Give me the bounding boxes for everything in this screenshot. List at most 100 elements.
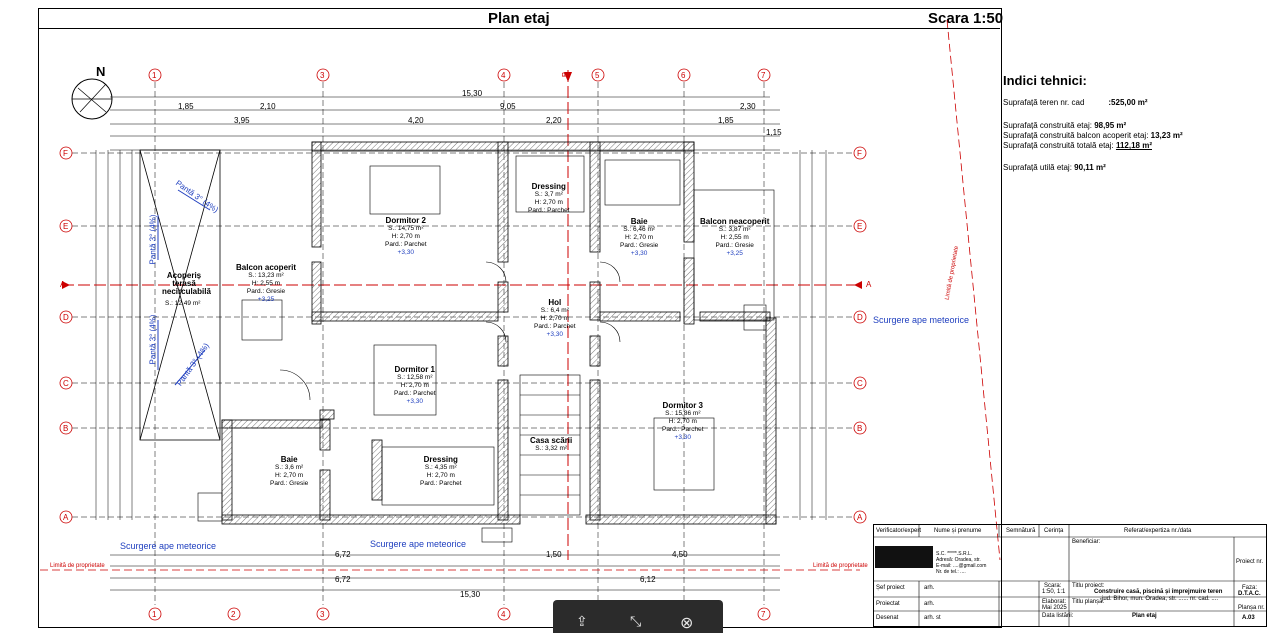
tb-header-semnatura: Semnătură [1006, 528, 1036, 534]
dim-label: 2,10 [260, 102, 276, 111]
close-icon[interactable]: ⊗ [680, 615, 694, 632]
grid-row-label: F [63, 149, 68, 158]
dim-label: 2,30 [740, 102, 756, 111]
tb-titlu-plansa: Titlu planșă: [1072, 599, 1105, 605]
grid-row-label: E [857, 222, 863, 231]
compass-icon [71, 78, 113, 120]
indices-teren: Suprafață teren nr. cad:525,00 m² [1003, 98, 1148, 107]
indices-constr-balcon: Suprafață construită balcon acoperit eta… [1003, 131, 1183, 140]
tb-proiectat: Proiectat [876, 601, 900, 607]
tb-header-referat: Referat/expertiza nr./data [1124, 528, 1192, 534]
grid-row-label: A [857, 513, 863, 522]
dim-label: 4,20 [408, 116, 424, 125]
tb-titlu-proiect-val: Construire casă, piscină și împrejmuire … [1094, 589, 1223, 595]
dim-total-top: 15,30 [460, 590, 481, 599]
dim-label: 3,95 [234, 116, 250, 125]
tb-sef: Șef proiect [876, 585, 905, 591]
plan-title: Plan etaj [488, 10, 550, 27]
tb-scara-val: 1:50, 1:1 [1042, 589, 1066, 595]
section-mark-top: B [561, 71, 571, 78]
indices-constr-total: Suprafață construită totală etaj: 112,18… [1003, 141, 1152, 150]
tb-proiect-nr: Proiect nr. [1236, 559, 1264, 565]
tb-beneficiar: Beneficiar: [1072, 539, 1101, 545]
tb-company: S.C. *****.S.R.L.Adresă: Oradea, str.E-m… [936, 551, 987, 575]
grid-row-label: A [63, 513, 69, 522]
dim-total-bot: 6,72 [335, 575, 351, 584]
grid-col-label: 3 [320, 71, 325, 80]
tb-data-listarii: Data listării: [1042, 613, 1074, 619]
section-mark-left: A [60, 280, 66, 289]
title-block-grid [874, 525, 1266, 626]
grid-col-label: 7 [761, 71, 766, 80]
dim-label: 9,05 [500, 102, 516, 111]
title-bar [38, 8, 1000, 29]
indices-constr-etaj: Suprafață construită etaj: 98,95 m² [1003, 121, 1127, 130]
roof-slope: Pantă 3° (4%) [148, 214, 158, 265]
grid-row-label: D [857, 313, 863, 322]
drain-label-left: Scurgere ape meteorice [120, 541, 217, 551]
grid-col-label: 1 [152, 71, 157, 80]
property-limit-left: Limită de proprietate [50, 563, 105, 569]
grid-col-label: 2 [231, 610, 236, 619]
tb-scara: Scara: [1044, 583, 1062, 589]
tb-desenat: Desenat [876, 615, 899, 621]
tb-elaborat: Elaborat: [1042, 599, 1067, 605]
grid-col-label: 4 [501, 610, 506, 619]
grid-row-label: D [63, 313, 69, 322]
grid-row-label: B [857, 424, 863, 433]
indices-title: Indici tehnici: [1003, 73, 1087, 88]
roof-slope: Pantă 3° (4%) [148, 314, 158, 365]
grid-row-label: C [63, 379, 69, 388]
tb-faza-val: D.T.A.C. [1238, 591, 1261, 597]
dim-label: 1,50 [546, 550, 562, 559]
dim-total-bot: 6,72 [335, 550, 351, 559]
tb-elaborat-val: Mai 2025 [1042, 605, 1067, 611]
tb-titlu-proiect: Titlu proiect: [1072, 583, 1105, 589]
tb-faza: Faza: [1242, 585, 1258, 591]
tb-desenat-nume: arh. st [924, 615, 941, 621]
indices-utila: Suprafață utilă etaj: 90,11 m² [1003, 163, 1106, 172]
tb-adresa: jud. Bihor, mun. Oradea, str. ...... nr.… [1102, 596, 1219, 602]
dim-label: 1,85 [178, 102, 194, 111]
grid-col-label: 5 [595, 71, 600, 80]
scale-title: Scara 1:50 [928, 10, 1004, 27]
drain-label-mid: Scurgere ape meteorice [370, 539, 467, 549]
tb-header-nume: Nume și prenume [934, 528, 982, 534]
tb-proiectat-nume: arh. [924, 601, 935, 607]
dim-label: 1,85 [718, 116, 734, 125]
drain-label-right: Scurgere ape meteorice [873, 315, 970, 325]
roof-area: S.: 12,49 m² [165, 300, 201, 307]
tb-header-verificator: Verificator/expert [876, 528, 922, 534]
collapse-icon[interactable]: ⤡ [630, 613, 642, 629]
grid-row-label: F [857, 149, 862, 158]
tb-titlu-plansa-val: Plan etaj [1132, 613, 1157, 619]
roof-name: Acoperiș terasă necirculabilă [162, 271, 211, 296]
compass-north-label: N [96, 64, 106, 79]
grid-col-label: 6 [681, 71, 686, 80]
grid-col-label: 4 [501, 71, 506, 80]
dim-label: 1,15 [766, 128, 782, 137]
dim-total-bot: 6,12 [640, 575, 656, 584]
grid-row-label: C [857, 379, 863, 388]
section-mark-right: A [866, 280, 872, 289]
grid-col-label: 3 [320, 610, 325, 619]
tb-header-cerinta: Cerința [1044, 528, 1064, 534]
grid-row-label: E [63, 222, 69, 231]
viewer-toolbar [553, 600, 723, 633]
property-limit-right: Limită de proprietate [813, 563, 868, 569]
redacted-logo [875, 546, 933, 568]
grid-row-label: B [63, 424, 69, 433]
drawing-sheet [38, 8, 1002, 628]
grid-col-label: 1 [152, 610, 157, 619]
tb-plansa-nr: Planșa nr. [1238, 605, 1265, 611]
share-icon[interactable]: ⇪ [576, 613, 588, 629]
